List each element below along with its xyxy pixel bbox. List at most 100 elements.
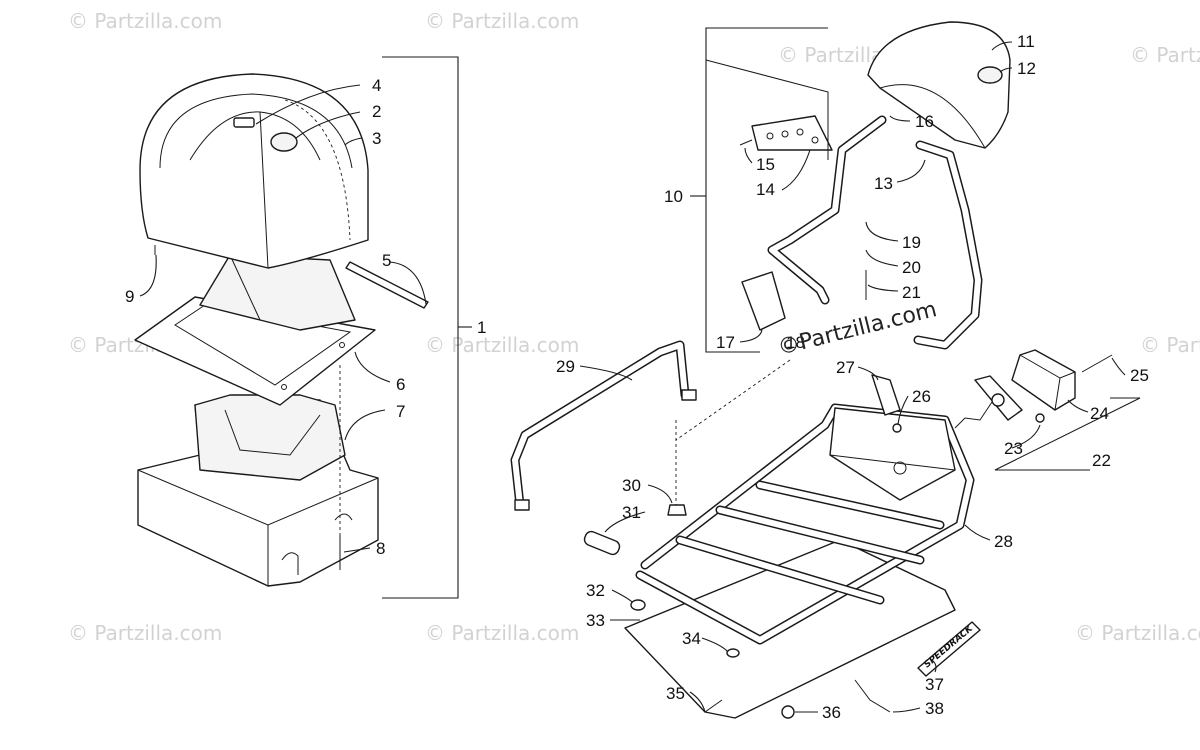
leader <box>1011 424 1041 449</box>
wire-harness <box>954 401 993 429</box>
hold-down-rod-35 <box>704 699 723 713</box>
leader <box>354 351 391 383</box>
leader-lines <box>139 41 1126 713</box>
rack-rear-guard <box>829 407 956 501</box>
backrest-pad <box>867 21 1011 149</box>
leader <box>579 365 633 381</box>
plate-hole <box>781 130 789 138</box>
backrest-outline <box>705 59 829 160</box>
mounting-plate <box>741 271 786 331</box>
storage-box-upper <box>194 394 346 481</box>
watermark: © Partzilla.com <box>425 333 579 357</box>
bar-mount <box>514 499 530 511</box>
tube-highlight <box>677 537 883 603</box>
leader <box>1067 399 1089 413</box>
storage-box-assembly <box>134 73 429 587</box>
leader <box>647 484 673 504</box>
leader <box>865 249 899 267</box>
leader <box>867 284 899 292</box>
screw-25 <box>1081 354 1113 373</box>
guard-hole <box>893 461 907 475</box>
rack-frame <box>583 403 975 645</box>
callout-25: 25 <box>1130 366 1149 385</box>
box-base-notch <box>281 552 299 575</box>
leader <box>739 329 763 343</box>
grip-end-cap <box>583 530 621 556</box>
watermark: © Partzilla.com <box>1140 333 1200 357</box>
seat-cushion-lid <box>139 73 369 269</box>
backrest-emblem <box>977 66 1003 84</box>
watermark: © Partzilla.com <box>68 9 222 33</box>
light-bracket <box>871 374 901 416</box>
callout-12: 12 <box>1017 59 1036 78</box>
leader <box>892 707 921 713</box>
gasket-plate-inner <box>174 304 352 386</box>
plug-30 <box>667 504 687 516</box>
leader <box>389 261 427 305</box>
speedrack-decal: SPEEDRACK <box>917 621 981 677</box>
callout-8: 8 <box>376 539 385 558</box>
guard-edge <box>829 454 956 471</box>
callout-1: 1 <box>477 318 486 337</box>
tube-highlight <box>769 117 885 303</box>
strap <box>345 261 429 309</box>
callout-11: 11 <box>1017 32 1035 51</box>
assembly-bracket-1 <box>382 56 459 599</box>
leader <box>999 67 1013 73</box>
tube-highlight <box>637 405 973 643</box>
cushion-seam <box>284 99 351 241</box>
leader <box>991 41 1013 51</box>
callout-6: 6 <box>396 375 405 394</box>
fastener-36 <box>781 705 795 719</box>
hold-down-rod-38 <box>854 679 891 713</box>
callout-7: 7 <box>396 402 405 421</box>
watermark: © Partzilla.com <box>1075 621 1200 645</box>
housing-edge <box>1054 377 1061 411</box>
leader <box>889 115 911 122</box>
tail-light-assembly <box>954 349 1113 429</box>
callout-16: 16 <box>915 112 934 131</box>
leader <box>931 659 937 673</box>
emblem-decal <box>270 132 298 152</box>
assembly-bracket-22 <box>994 397 1141 471</box>
watermark: © Partzilla.com <box>425 9 579 33</box>
assembly-axis <box>675 359 791 441</box>
callout-24: 24 <box>1090 404 1109 423</box>
callout-36: 36 <box>822 703 841 722</box>
watermark: © Partzilla.com <box>425 621 579 645</box>
callout-13: 13 <box>874 174 893 193</box>
leader <box>896 159 926 183</box>
callout-32: 32 <box>586 581 605 600</box>
callout-21: 21 <box>902 283 921 302</box>
callout-35: 35 <box>666 684 685 703</box>
assembly-bracket-10 <box>705 27 828 353</box>
callout-18: 18 <box>786 333 805 352</box>
leader <box>255 84 361 125</box>
callout-20: 20 <box>902 258 921 277</box>
callout-labels: 1 2 3 4 5 6 7 8 9 10 11 12 13 14 15 16 1… <box>125 32 1149 722</box>
callout-17: 17 <box>716 333 735 352</box>
bar-mount <box>681 389 697 401</box>
leader <box>1111 357 1126 376</box>
box-base-notch <box>334 513 353 521</box>
callout-22: 22 <box>1092 451 1111 470</box>
backrest-bracket-plate <box>751 115 833 151</box>
nut-34 <box>726 648 740 658</box>
leader <box>689 691 706 713</box>
decal-text: SPEEDRACK <box>923 623 976 670</box>
riser-edge <box>229 254 261 321</box>
callout-31: 31 <box>622 503 641 522</box>
callout-19: 19 <box>902 233 921 252</box>
callout-27: 27 <box>836 358 855 377</box>
decal-body <box>917 621 981 677</box>
callout-28: 28 <box>994 532 1013 551</box>
leader <box>964 524 991 541</box>
callout-14: 14 <box>756 180 775 199</box>
tube-highlight <box>757 482 943 528</box>
tube-highlight <box>512 342 688 508</box>
callout-5: 5 <box>382 251 391 270</box>
callout-34: 34 <box>682 629 701 648</box>
callout-3: 3 <box>372 129 381 148</box>
tube-highlight <box>915 142 981 348</box>
cushion-stitch <box>159 93 353 169</box>
